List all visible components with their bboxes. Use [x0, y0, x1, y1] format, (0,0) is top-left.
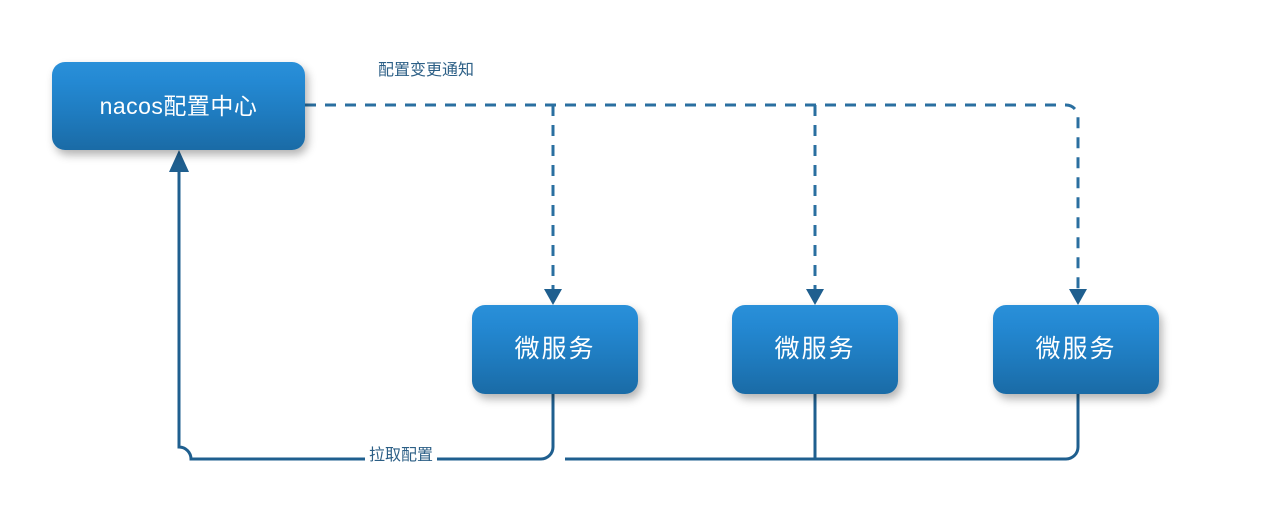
node-microservice-1-label: 微服务	[514, 335, 596, 363]
edge-pull-drop-3	[565, 394, 1080, 461]
edge-notify-label: 配置变更通知	[374, 62, 479, 80]
arrowhead-down-2	[806, 289, 824, 305]
node-config-center-label: nacos配置中心	[99, 92, 258, 119]
arrowhead-up-config-center	[169, 150, 189, 172]
node-microservice-2[interactable]: 微服务	[732, 305, 898, 394]
node-config-center[interactable]: nacos配置中心	[52, 62, 305, 150]
edge-notify-trunk	[305, 103, 1080, 292]
node-microservice-3[interactable]: 微服务	[993, 305, 1159, 394]
edge-notify	[305, 103, 1080, 292]
arrowhead-down-3	[1069, 289, 1087, 305]
edge-pull-label: 拉取配置	[365, 447, 438, 465]
arrowhead-down-1	[544, 289, 562, 305]
node-microservice-2-label: 微服务	[774, 335, 856, 363]
node-microservice-1[interactable]: 微服务	[472, 305, 638, 394]
edge-notify-arrowheads	[544, 289, 1087, 305]
node-microservice-3-label: 微服务	[1035, 335, 1117, 363]
